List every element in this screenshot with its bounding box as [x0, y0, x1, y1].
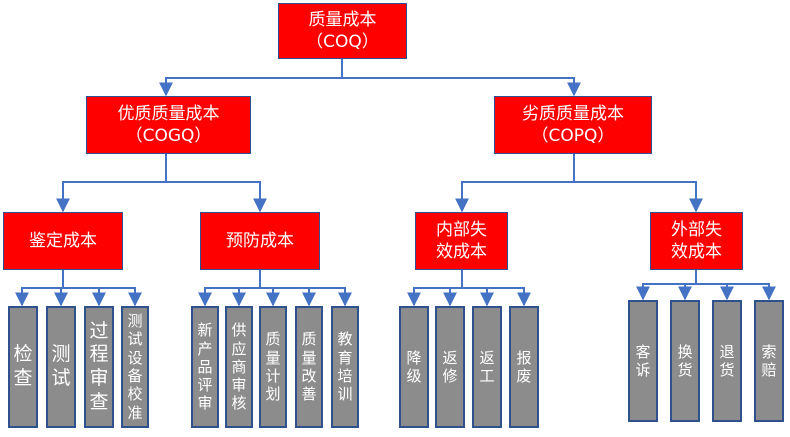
- node-poor-label: 劣质质量成本 （COPQ）: [522, 103, 624, 146]
- leaf-label: 降级: [406, 348, 422, 385]
- node-internal-failure-cost: 内部失效成本: [415, 212, 508, 270]
- leaf-label: 测试: [51, 343, 71, 389]
- leaf-claim: 索赔: [754, 300, 784, 422]
- edge-external-1: [678, 270, 697, 301]
- edge-good-0: [56, 154, 167, 213]
- edge-poor-0: [455, 154, 575, 213]
- node-root-label: 质量成本 （COQ）: [306, 9, 379, 52]
- node-good-quality-cost: 优质质量成本 （COGQ）: [86, 96, 251, 154]
- leaf-label: 客诉: [635, 342, 651, 379]
- leaf-label: 返修: [442, 348, 458, 385]
- leaf-equipment-calibration: 测试设备校准: [121, 306, 149, 428]
- leaf-exchange: 换货: [670, 300, 700, 422]
- leaf-label: 过程审查: [89, 319, 109, 413]
- leaf-new-product-review: 新产品评审: [191, 306, 219, 428]
- node-external-failure-cost: 外部失效成本: [650, 212, 743, 270]
- leaf-label: 索赔: [761, 342, 777, 379]
- node-external-label: 外部失效成本: [670, 219, 722, 262]
- leaf-label: 新产品评审: [197, 321, 213, 413]
- edge-root-1: [341, 59, 581, 97]
- leaf-quality-improvement: 质量改善: [295, 306, 323, 428]
- leaf-training: 教育培训: [331, 306, 359, 428]
- leaf-label: 返工: [479, 348, 495, 385]
- edge-prevention-4: [259, 270, 352, 307]
- node-appraisal-cost: 鉴定成本: [3, 212, 123, 270]
- node-appraisal-label: 鉴定成本: [29, 230, 97, 251]
- leaf-process-audit: 过程审查: [84, 306, 114, 428]
- leaf-quality-plan: 质量计划: [259, 306, 287, 428]
- leaf-label: 退货: [719, 342, 735, 379]
- node-internal-label: 内部失效成本: [435, 219, 487, 262]
- leaf-label: 供应商审核: [231, 321, 247, 413]
- leaf-label: 质量改善: [301, 330, 317, 404]
- edge-prevention-1: [232, 270, 261, 307]
- leaf-complaint: 客诉: [628, 300, 658, 422]
- leaf-supplier-audit: 供应商审核: [225, 306, 253, 428]
- node-prevention-cost: 预防成本: [200, 212, 320, 270]
- edge-good-1: [165, 154, 267, 213]
- leaf-downgrade: 降级: [399, 306, 429, 428]
- leaf-return: 退货: [712, 300, 742, 422]
- node-root-coq: 质量成本 （COQ）: [278, 3, 407, 59]
- leaf-repair: 返修: [435, 306, 465, 428]
- edge-appraisal-0: [15, 270, 64, 307]
- leaf-scrap: 报废: [509, 306, 539, 428]
- leaf-label: 测试设备校准: [127, 312, 143, 422]
- node-poor-quality-cost: 劣质质量成本 （COPQ）: [494, 96, 652, 154]
- leaf-rework: 返工: [472, 306, 502, 428]
- node-prevention-label: 预防成本: [226, 230, 294, 251]
- leaf-label: 教育培训: [337, 330, 353, 404]
- leaf-label: 报废: [516, 348, 532, 385]
- leaf-inspection: 检查: [8, 306, 38, 428]
- edge-poor-1: [573, 154, 703, 213]
- edge-internal-1: [443, 270, 463, 307]
- edge-root-0: [159, 59, 343, 97]
- node-good-label: 优质质量成本 （COGQ）: [117, 103, 220, 146]
- leaf-label: 检查: [13, 343, 33, 389]
- edge-appraisal-3: [62, 270, 142, 307]
- leaf-label: 换货: [677, 342, 693, 379]
- edge-internal-3: [461, 270, 531, 307]
- leaf-label: 质量计划: [265, 330, 281, 404]
- leaf-testing: 测试: [46, 306, 76, 428]
- edge-external-3: [695, 270, 776, 301]
